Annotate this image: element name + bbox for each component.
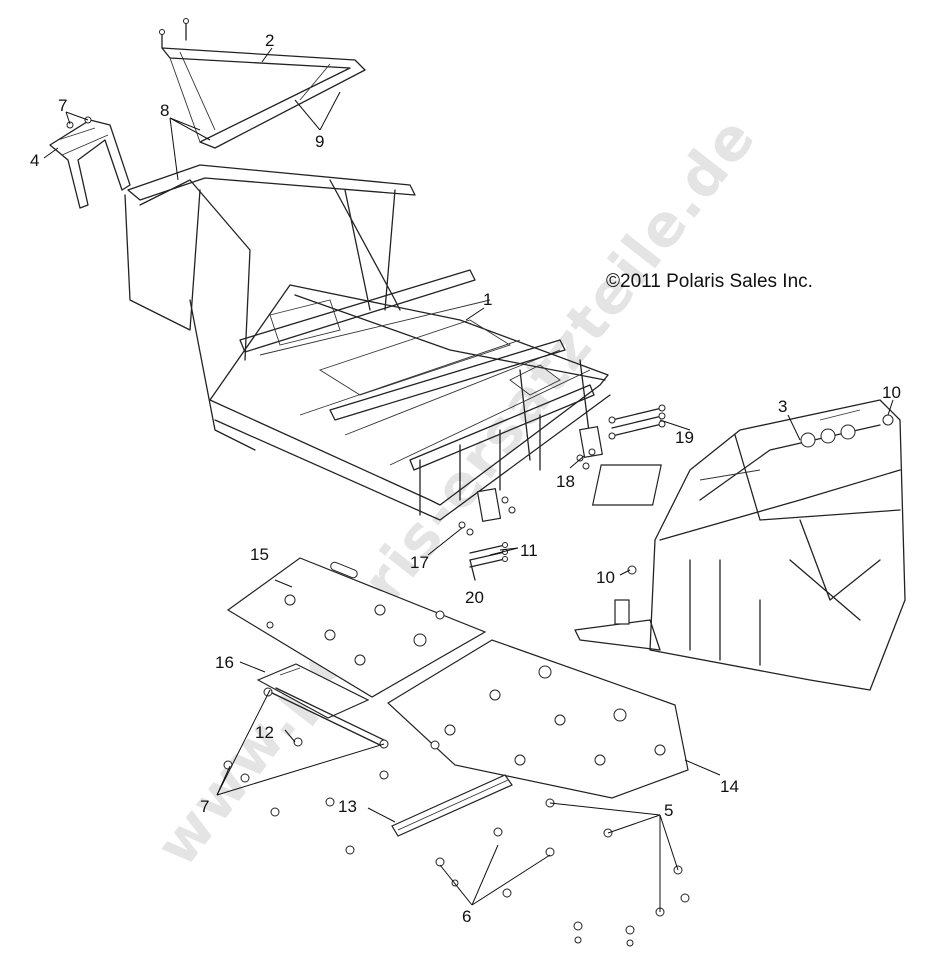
part-14-floor-panel: [387, 639, 689, 799]
hardware-cluster-19: [608, 404, 666, 440]
callout-18: 18: [556, 472, 575, 491]
part-13-strip: [391, 774, 513, 837]
callout-1: 1: [483, 290, 492, 309]
callout-16: 16: [215, 653, 234, 672]
callout-6: 6: [462, 907, 471, 926]
hardware-cluster-18: [576, 448, 596, 470]
part-3-rear-frame: [574, 399, 906, 691]
part-15-floor-panel: [226, 557, 487, 698]
callout-15: 15: [250, 545, 269, 564]
callout-12: 12: [255, 723, 274, 742]
part-4-bracket: [49, 116, 131, 209]
part-2-upper-brace: [159, 18, 366, 149]
callout-8: 8: [160, 101, 169, 120]
callout-13: 13: [338, 797, 357, 816]
callout-5: 5: [664, 801, 673, 820]
callout-2: 2: [265, 31, 274, 50]
callout-10b: 10: [596, 568, 615, 587]
leader-lines: [43, 47, 894, 912]
callout-4: 4: [30, 151, 39, 170]
part-1-main-frame: [124, 164, 611, 523]
copyright-notice: ©2011 Polaris Sales Inc.: [606, 271, 813, 292]
callout-7b: 7: [200, 797, 209, 816]
callout-10a: 10: [882, 383, 901, 402]
callout-7a: 7: [58, 96, 67, 115]
callout-11: 11: [520, 541, 538, 560]
part-16-small-plate: [256, 663, 370, 719]
callout-14: 14: [720, 777, 739, 796]
callout-3: 3: [778, 397, 787, 416]
callout-19: 19: [675, 428, 694, 447]
hardware-cluster-20: [469, 542, 508, 581]
callout-20: 20: [465, 588, 484, 607]
callout-9: 9: [315, 132, 324, 151]
callout-17: 17: [410, 553, 429, 572]
callout-labels: 1 2 3 4 5 6 7 7 8 9 10 10 11 12 13 14 15…: [30, 31, 901, 926]
